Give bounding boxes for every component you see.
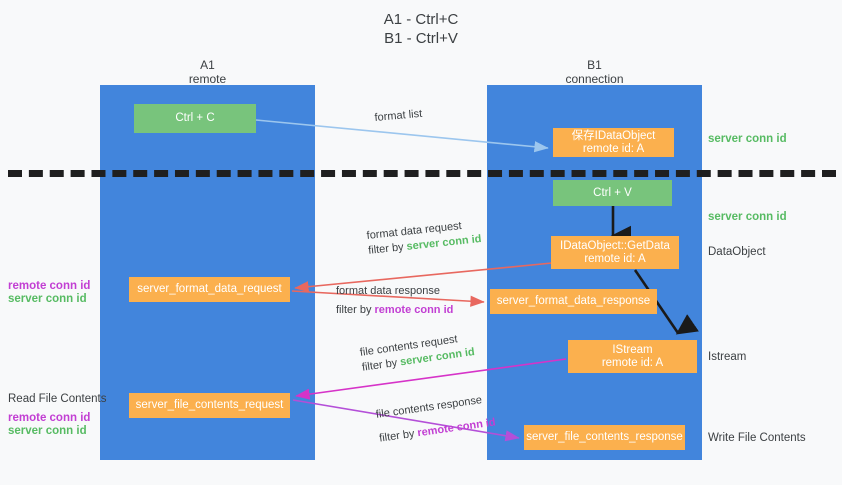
node-getdata-line1: IDataObject::GetData	[560, 239, 670, 252]
page-title: A1 - Ctrl+C B1 - Ctrl+V	[0, 10, 842, 48]
edge-label-format-data-response: format data response filter by remote co…	[336, 284, 453, 318]
node-save-idataobject[interactable]: 保存IDataObject remote id: A	[553, 128, 674, 157]
title-line-2: B1 - Ctrl+V	[384, 30, 458, 47]
connector-format-list	[255, 119, 549, 153]
edge-fdresp-filter-prefix: filter by	[336, 304, 375, 316]
side-label-read-file-contents: Read File Contents	[8, 393, 107, 405]
node-ctrl-c-line1: Ctrl + C	[175, 112, 215, 124]
node-fmt-req-label: server_format_data_request	[137, 283, 282, 295]
node-ctrl-c[interactable]: Ctrl + C	[134, 104, 256, 133]
lane-header-a1: A1 remote	[100, 58, 315, 86]
side-label-server-conn-id-3: server conn id	[8, 293, 87, 305]
side-label-server-conn-id-1: server conn id	[708, 133, 787, 145]
side-label-server-conn-id-2: server conn id	[708, 211, 787, 223]
side-label-remote-conn-id-2: remote conn id	[8, 412, 91, 424]
edge-fcresp-filter-prefix: filter by	[378, 427, 419, 445]
lane-b1-role: connection	[565, 72, 624, 86]
side-label-istream: Istream	[708, 351, 747, 363]
title-line-1: A1 - Ctrl+C	[383, 11, 459, 28]
node-save-idataobject-line1: 保存IDataObject	[571, 129, 656, 142]
side-label-server-conn-id-4: server conn id	[8, 425, 87, 437]
lane-header-b1: B1 connection	[487, 58, 702, 86]
side-label-write-file-contents: Write File Contents	[708, 432, 806, 444]
lane-a1-role: remote	[188, 72, 227, 86]
node-file-req-label: server_file_contents_request	[135, 399, 284, 411]
side-label-dataobject: DataObject	[708, 246, 766, 258]
phase-divider	[8, 170, 836, 177]
edge-fdresp-line1: format data response	[336, 285, 440, 297]
node-fmt-resp-label: server_format_data_response	[496, 295, 651, 307]
node-server-file-contents-response[interactable]: server_file_contents_response	[524, 425, 685, 450]
lane-a1-name: A1	[200, 58, 215, 72]
edge-fdreq-filter-prefix: filter by	[367, 240, 408, 257]
node-file-resp-label: server_file_contents_response	[526, 431, 683, 443]
node-server-file-contents-request[interactable]: server_file_contents_request	[129, 393, 290, 418]
connector-file-contents-response	[292, 399, 520, 442]
node-server-format-data-request[interactable]: server_format_data_request	[129, 277, 290, 302]
edge-fdresp-line2: filter by remote conn id	[336, 303, 453, 318]
node-istream[interactable]: IStream remote id: A	[568, 340, 697, 373]
connector-format-data-response	[291, 290, 485, 307]
connector-file-contents-request	[295, 358, 567, 400]
node-server-format-data-response[interactable]: server_format_data_response	[490, 289, 657, 314]
connector-format-data-request	[294, 262, 553, 293]
node-istream-line2: remote id: A	[601, 356, 664, 369]
lane-b1-name: B1	[587, 58, 602, 72]
edge-fcreq-filter-prefix: filter by	[361, 356, 402, 374]
edge-fdresp-filter-value: remote conn id	[374, 304, 454, 316]
node-getdata-line2: remote id: A	[584, 252, 646, 265]
node-save-idataobject-line2: remote id: A	[582, 142, 645, 155]
node-ctrl-v[interactable]: Ctrl + V	[553, 180, 672, 206]
side-label-remote-conn-id-1: remote conn id	[8, 280, 91, 292]
node-idataobject-getdata[interactable]: IDataObject::GetData remote id: A	[551, 236, 679, 269]
node-istream-line1: IStream	[612, 343, 653, 356]
node-ctrl-v-line1: Ctrl + V	[593, 186, 632, 199]
